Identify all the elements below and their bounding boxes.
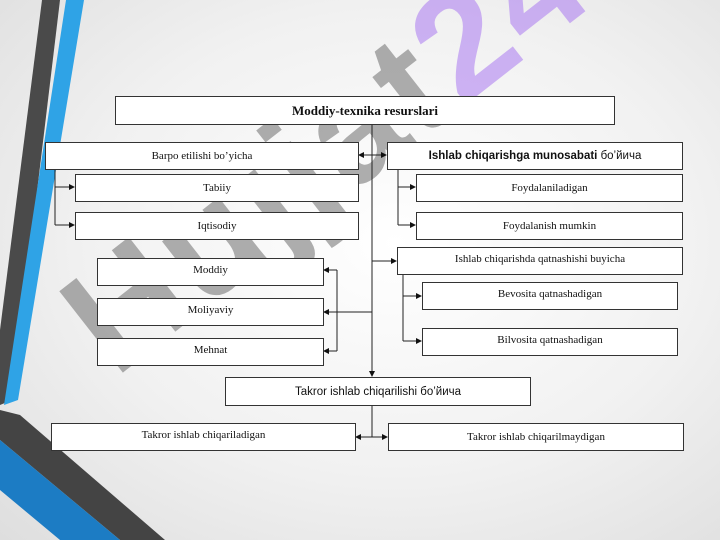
node-moddiy: Moddiy [97, 258, 324, 286]
node-bilvosita: Bilvosita qatnashadigan [422, 328, 678, 356]
node-qatnashishi: Ishlab chiqarishda qatnashishi buyicha [397, 247, 683, 275]
node-iqtisodiy: Iqtisodiy [75, 212, 359, 240]
node-mehnat: Mehnat [97, 338, 324, 366]
node-takror-header: Takror ishlab chiqarilishi бо’йича [225, 377, 531, 406]
node-tabiiy: Tabiiy [75, 174, 359, 202]
root-node: Moddiy-texnika resurslari [115, 96, 615, 125]
node-munosabati: Ishlab chiqarishga munosabati бо’йича [387, 142, 683, 170]
node-foydalanish-mumkin: Foydalanish mumkin [416, 212, 683, 240]
node-takror-chiqariladigan: Takror ishlab chiqariladigan [51, 423, 356, 451]
node-moliyaviy: Moliyaviy [97, 298, 324, 326]
node-bevosita: Bevosita qatnashadigan [422, 282, 678, 310]
node-barpo: Barpo etilishi bo’yicha [45, 142, 359, 170]
node-takror-chiqarilmaydigan: Takror ishlab chiqarilmaydigan [388, 423, 684, 451]
node-foydalaniladigan: Foydalaniladigan [416, 174, 683, 202]
